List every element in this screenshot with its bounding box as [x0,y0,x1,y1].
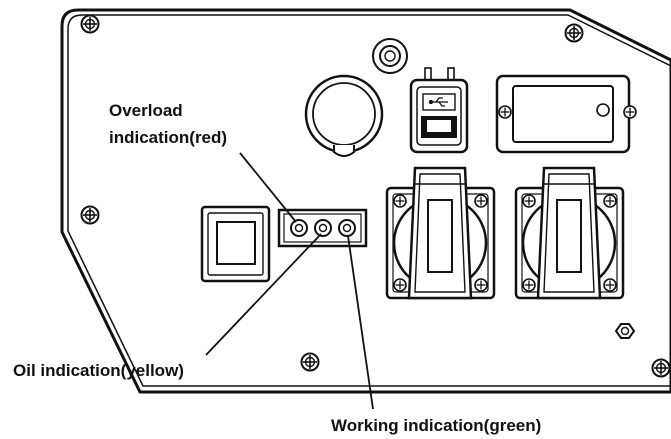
oil-label: Oil indication(yellow) [13,361,184,380]
usb-icon [428,97,448,107]
reset-window [495,74,637,154]
panel-outline [60,8,671,394]
ac-socket-left [385,166,496,300]
screw-icon [300,352,320,372]
working-indicator-lamp [338,219,356,237]
panel-outline-inner [67,14,671,387]
ground-knob [372,38,408,74]
working-leader [347,235,374,410]
overload-label-line1: Overload [109,101,183,120]
screw-icon [651,358,671,378]
overload-leader [239,152,297,223]
screw-icon [564,23,584,43]
working-label: Working indication(green) [331,416,541,435]
overload-label-line2: indication(red) [109,128,227,147]
oil-leader [205,233,322,356]
oil-indicator-lamp [314,219,332,237]
indicator-strip [277,208,368,248]
screw-icon [80,205,100,225]
screw-icon [80,14,100,34]
ground-terminal [614,323,636,339]
usb-socket [409,67,469,154]
overload-indicator-lamp [290,219,308,237]
circuit-breaker-cap [304,74,384,157]
ac-socket-right [514,166,625,300]
rocker-switch [200,205,271,283]
